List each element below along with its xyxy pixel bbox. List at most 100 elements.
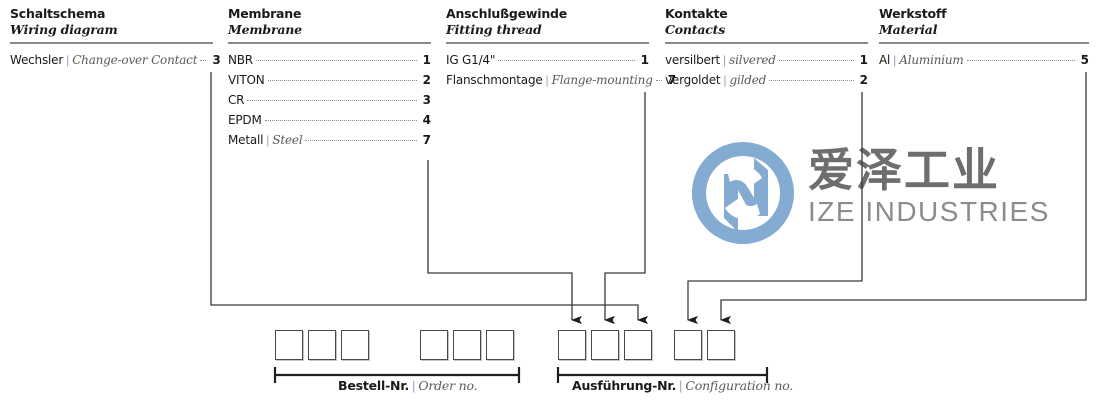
option-row[interactable]: VITON 2 bbox=[228, 70, 431, 90]
code-box[interactable] bbox=[624, 330, 652, 360]
bracket-label-configuration-no: Ausführung-Nr. | Configuration no. bbox=[572, 378, 793, 394]
column-title-en: Membrane bbox=[228, 22, 302, 37]
option-label-en: Aluminium bbox=[899, 53, 964, 67]
option-row[interactable]: EPDM 4 bbox=[228, 110, 431, 130]
option-row[interactable]: Wechsler | Change-over Contact 3 bbox=[10, 50, 221, 70]
option-row[interactable]: vergoldet | gilded 2 bbox=[665, 70, 868, 90]
column-header: Kontakte Contacts bbox=[665, 6, 868, 44]
option-code: 1 bbox=[422, 53, 431, 67]
option-label-de: versilbert bbox=[665, 53, 720, 67]
code-box[interactable] bbox=[707, 330, 735, 360]
option-label-de: EPDM bbox=[228, 113, 262, 127]
option-code: 1 bbox=[859, 53, 868, 67]
column-material: Werkstoff Material Al | Aluminium 5 bbox=[879, 6, 1089, 70]
leader-dots bbox=[498, 60, 635, 61]
leader-dots bbox=[778, 60, 854, 61]
column-header: Anschlußgewinde Fitting thread bbox=[446, 6, 649, 44]
option-row[interactable]: IG G1/4" 1 bbox=[446, 50, 649, 70]
bracket-label-en: Configuration no. bbox=[685, 378, 794, 393]
option-label-de: Al bbox=[879, 53, 891, 67]
bracket-label-en: Order no. bbox=[418, 378, 478, 393]
option-row[interactable]: Metall | Steel 7 bbox=[228, 130, 431, 150]
option-separator: | bbox=[722, 53, 727, 67]
option-row[interactable]: versilbert | silvered 1 bbox=[665, 50, 868, 70]
option-code: 2 bbox=[422, 73, 431, 87]
column-title-de: Kontakte bbox=[665, 6, 728, 21]
column-contacts: Kontakte Contacts versilbert | silvered … bbox=[665, 6, 868, 90]
option-label-de: Wechsler bbox=[10, 53, 64, 67]
code-box[interactable] bbox=[453, 330, 481, 360]
column-wiring-diagram: Schaltschema Wiring diagram Wechsler | C… bbox=[10, 6, 221, 70]
bracket-separator: | bbox=[679, 379, 683, 393]
leader-dots bbox=[305, 140, 417, 141]
option-code: 7 bbox=[667, 73, 677, 87]
column-header: Schaltschema Wiring diagram bbox=[10, 6, 213, 44]
column-header: Membrane Membrane bbox=[228, 6, 431, 44]
option-row[interactable]: NBR 1 bbox=[228, 50, 431, 70]
option-row[interactable]: CR 3 bbox=[228, 90, 431, 110]
column-fitting-thread: Anschlußgewinde Fitting thread IG G1/4" … bbox=[446, 6, 676, 90]
column-header: Werkstoff Material bbox=[879, 6, 1089, 44]
leader-dots bbox=[966, 60, 1075, 61]
watermark-english: IZE INDUSTRIES bbox=[808, 196, 1050, 227]
code-box[interactable] bbox=[558, 330, 586, 360]
column-title-de: Anschlußgewinde bbox=[446, 6, 568, 21]
column-title-de: Membrane bbox=[228, 6, 302, 21]
option-separator: | bbox=[545, 73, 549, 87]
option-list: IG G1/4" 1 Flanschmontage | Flange-mount… bbox=[446, 50, 676, 90]
option-code: 1 bbox=[640, 53, 649, 67]
option-code: 7 bbox=[422, 133, 431, 147]
header-rule bbox=[228, 42, 431, 44]
leader-material bbox=[720, 72, 1087, 325]
option-separator: | bbox=[66, 53, 70, 67]
option-code: 4 bbox=[422, 113, 431, 127]
column-title-de: Schaltschema bbox=[10, 6, 106, 21]
option-row[interactable]: Flanschmontage | Flange-mounting 7 bbox=[446, 70, 676, 90]
ize-industries-logo-icon bbox=[691, 142, 794, 244]
option-separator: | bbox=[266, 133, 270, 147]
leader-dots bbox=[264, 120, 417, 121]
option-list: Wechsler | Change-over Contact 3 bbox=[10, 50, 221, 70]
option-list: versilbert | silvered 1 vergoldet | gild… bbox=[665, 50, 868, 90]
option-row[interactable]: Al | Aluminium 5 bbox=[879, 50, 1089, 70]
code-box[interactable] bbox=[591, 330, 619, 360]
option-code: 3 bbox=[422, 93, 431, 107]
code-box[interactable] bbox=[308, 330, 336, 360]
code-box[interactable] bbox=[486, 330, 514, 360]
option-label-de: Metall bbox=[228, 133, 264, 147]
leader-contacts bbox=[687, 92, 863, 325]
option-code: 5 bbox=[1080, 53, 1089, 67]
watermark-chinese: 爱泽工业 bbox=[808, 143, 1000, 197]
code-box[interactable] bbox=[420, 330, 448, 360]
option-label-de: vergoldet bbox=[665, 73, 721, 87]
option-label-en: gilded bbox=[729, 73, 767, 87]
column-title-en: Fitting thread bbox=[446, 22, 542, 37]
column-title-de: Werkstoff bbox=[879, 6, 947, 21]
option-label-de: IG G1/4" bbox=[446, 53, 496, 67]
code-box[interactable] bbox=[674, 330, 702, 360]
leader-dots bbox=[769, 80, 854, 81]
bracket-label-de: Bestell-Nr. bbox=[338, 378, 410, 393]
leader-dots bbox=[255, 60, 417, 61]
leader-fitting-thread bbox=[604, 92, 646, 325]
header-rule bbox=[879, 42, 1089, 44]
header-rule bbox=[10, 42, 213, 44]
option-code: 3 bbox=[212, 53, 221, 67]
option-code: 2 bbox=[859, 73, 868, 87]
watermark: 爱泽工业 IZE INDUSTRIES bbox=[690, 140, 1090, 250]
code-box[interactable] bbox=[275, 330, 303, 360]
option-label-en: Change-over Contact bbox=[72, 53, 198, 67]
option-list: NBR 1 VITON 2 CR 3 EPDM 4 Metall | bbox=[228, 50, 431, 150]
option-label-en: Steel bbox=[272, 133, 303, 147]
watermark-text: 爱泽工业 IZE INDUSTRIES bbox=[808, 144, 1050, 228]
leader-dots bbox=[655, 80, 662, 81]
header-rule bbox=[446, 42, 649, 44]
bracket-label-de: Ausführung-Nr. bbox=[572, 378, 677, 393]
column-title-en: Contacts bbox=[665, 22, 726, 37]
column-title-en: Material bbox=[879, 22, 938, 37]
bracket-label-order-no: Bestell-Nr. | Order no. bbox=[338, 378, 478, 394]
option-label-de: VITON bbox=[228, 73, 265, 87]
code-box[interactable] bbox=[341, 330, 369, 360]
header-rule bbox=[665, 42, 868, 44]
